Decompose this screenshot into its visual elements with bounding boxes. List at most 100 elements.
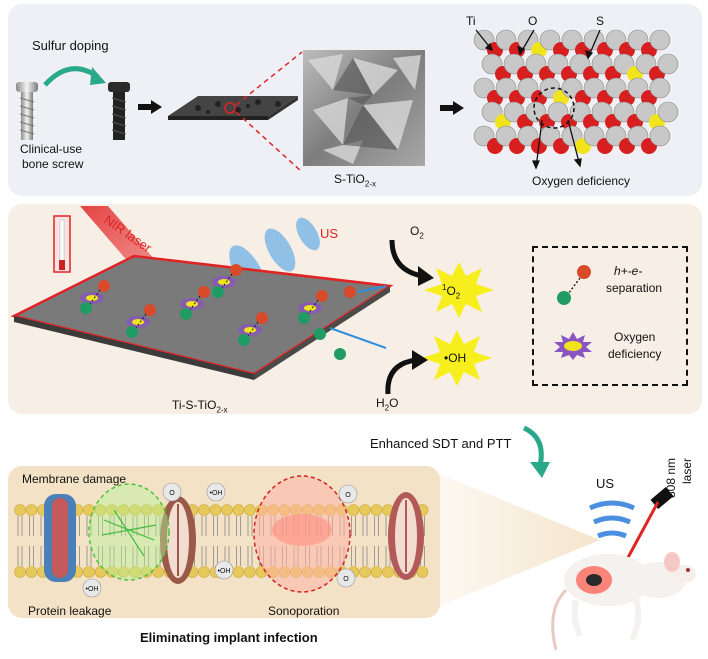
radical-bubble (82, 578, 102, 598)
lipid-head (359, 504, 371, 516)
legend-oxygen-line2: deficiency (608, 347, 662, 361)
radical-bubble-label: •OH (86, 586, 99, 593)
sonoporation-label: Sonoporation (268, 604, 340, 618)
electron-particle (256, 312, 268, 324)
lipid-head (370, 566, 383, 578)
o2-sub: 2 (419, 231, 424, 241)
atom-pointer-lines (475, 29, 601, 170)
curved-arrow-icon (385, 350, 428, 395)
singlet-oxygen-sub: 2 (455, 291, 461, 301)
legend-box (532, 246, 688, 386)
h2o-label: H2O (376, 396, 398, 412)
singlet-oxygen-burst (424, 262, 494, 318)
surface-label-sub: 2-x (216, 405, 228, 415)
lipid-head (25, 566, 38, 578)
lipid-head (152, 566, 164, 578)
ti-atom (649, 77, 671, 99)
lipid-head (232, 504, 245, 516)
lipid-head (359, 566, 371, 578)
protein-icon (160, 496, 196, 584)
hydroxyl-label: •OH (444, 351, 467, 365)
separation-line (135, 313, 147, 329)
curved-arrow-icon (43, 66, 106, 87)
electron-particle (198, 286, 210, 298)
h2o-o: O (389, 396, 399, 410)
lipid-head (244, 566, 256, 578)
lipid-head (129, 504, 141, 516)
lipid-head (198, 566, 210, 578)
charge-carriers (80, 264, 387, 360)
laser-label-line2: laser (680, 457, 694, 484)
radical-bubble (206, 482, 226, 502)
radical-bubble-label: O (343, 576, 349, 583)
us-label-bottom: US (596, 476, 615, 491)
hydroxyl-burst (422, 330, 492, 386)
hole-particle (238, 334, 250, 346)
membrane-damage-label: Membrane damage (22, 472, 127, 486)
hole-particle (126, 326, 138, 338)
protein-icon (388, 492, 424, 580)
hole-arrow (329, 327, 387, 349)
laser-device-icon (53, 215, 71, 273)
electron-arrow (357, 285, 387, 293)
atom-ti-label: Ti (466, 14, 476, 28)
o2-label: O2 (410, 224, 424, 240)
singlet-oxygen-main: O (446, 284, 456, 298)
hole-particle (314, 328, 326, 340)
ti-atom (657, 53, 679, 75)
membrane-damage-zone (88, 483, 170, 581)
arrow-right-icon (138, 100, 162, 114)
legend-oxygen-deficiency-icon (554, 332, 592, 360)
lipid-head (221, 504, 233, 516)
radical-bubble-label: O (169, 490, 175, 497)
us-label: US (320, 226, 339, 241)
oxygen-deficiency-label: Oxygen deficiency (532, 174, 631, 188)
lipid-head (244, 504, 256, 516)
eliminating-label: Eliminating implant infection (140, 630, 318, 645)
radical-bubble (162, 482, 182, 502)
zoom-lines (235, 51, 303, 173)
lipid-head (25, 504, 38, 516)
sonoporation-zone (253, 475, 351, 593)
lipid-head (152, 504, 164, 516)
hole-particle (334, 348, 346, 360)
legend-pair-line1: h+-e- (614, 264, 643, 278)
lipid-head (198, 504, 210, 516)
curved-arrow-icon (389, 239, 434, 286)
electron-particle (316, 290, 328, 302)
ti-atom (657, 101, 679, 123)
ti-atom (649, 125, 671, 147)
electron-particle (344, 286, 356, 298)
lipid-head (106, 504, 118, 516)
hole-particle (212, 286, 224, 298)
legend-pair-line2: separation (606, 281, 663, 295)
lipid-head (117, 504, 130, 516)
radical-bubble-label: •OH (210, 490, 223, 497)
electron-particle (144, 304, 156, 316)
radical-bubble (338, 484, 358, 504)
mouse-icon (551, 552, 696, 651)
hole-particle (80, 302, 92, 314)
sulfur-doping-label: Sulfur doping (32, 38, 109, 53)
singlet-oxygen-label: 1O2 (442, 283, 460, 300)
separation-line (221, 273, 233, 289)
separation-line (307, 299, 319, 315)
separation-line (189, 295, 201, 311)
surface-label-main: Ti-S-TiO (172, 398, 217, 412)
hole-particle (180, 308, 192, 320)
material-label-sub: 2-x (364, 179, 377, 189)
h2o-sub: 2 (384, 403, 390, 413)
atom-s-label: S (596, 14, 605, 28)
ultrasound-arcs-icon (588, 500, 636, 539)
lipid-head (14, 566, 26, 578)
enhanced-label: Enhanced SDT and PTT (370, 436, 512, 451)
lipid-head (416, 566, 429, 578)
screw-label-line2: bone screw (22, 157, 84, 171)
lipid-head (14, 504, 26, 516)
ti-atom (649, 29, 671, 51)
radical-bubble-label: O (345, 492, 351, 499)
lipid-head (209, 504, 222, 516)
h2o-h: H (376, 396, 385, 410)
hole-particle (298, 312, 310, 324)
